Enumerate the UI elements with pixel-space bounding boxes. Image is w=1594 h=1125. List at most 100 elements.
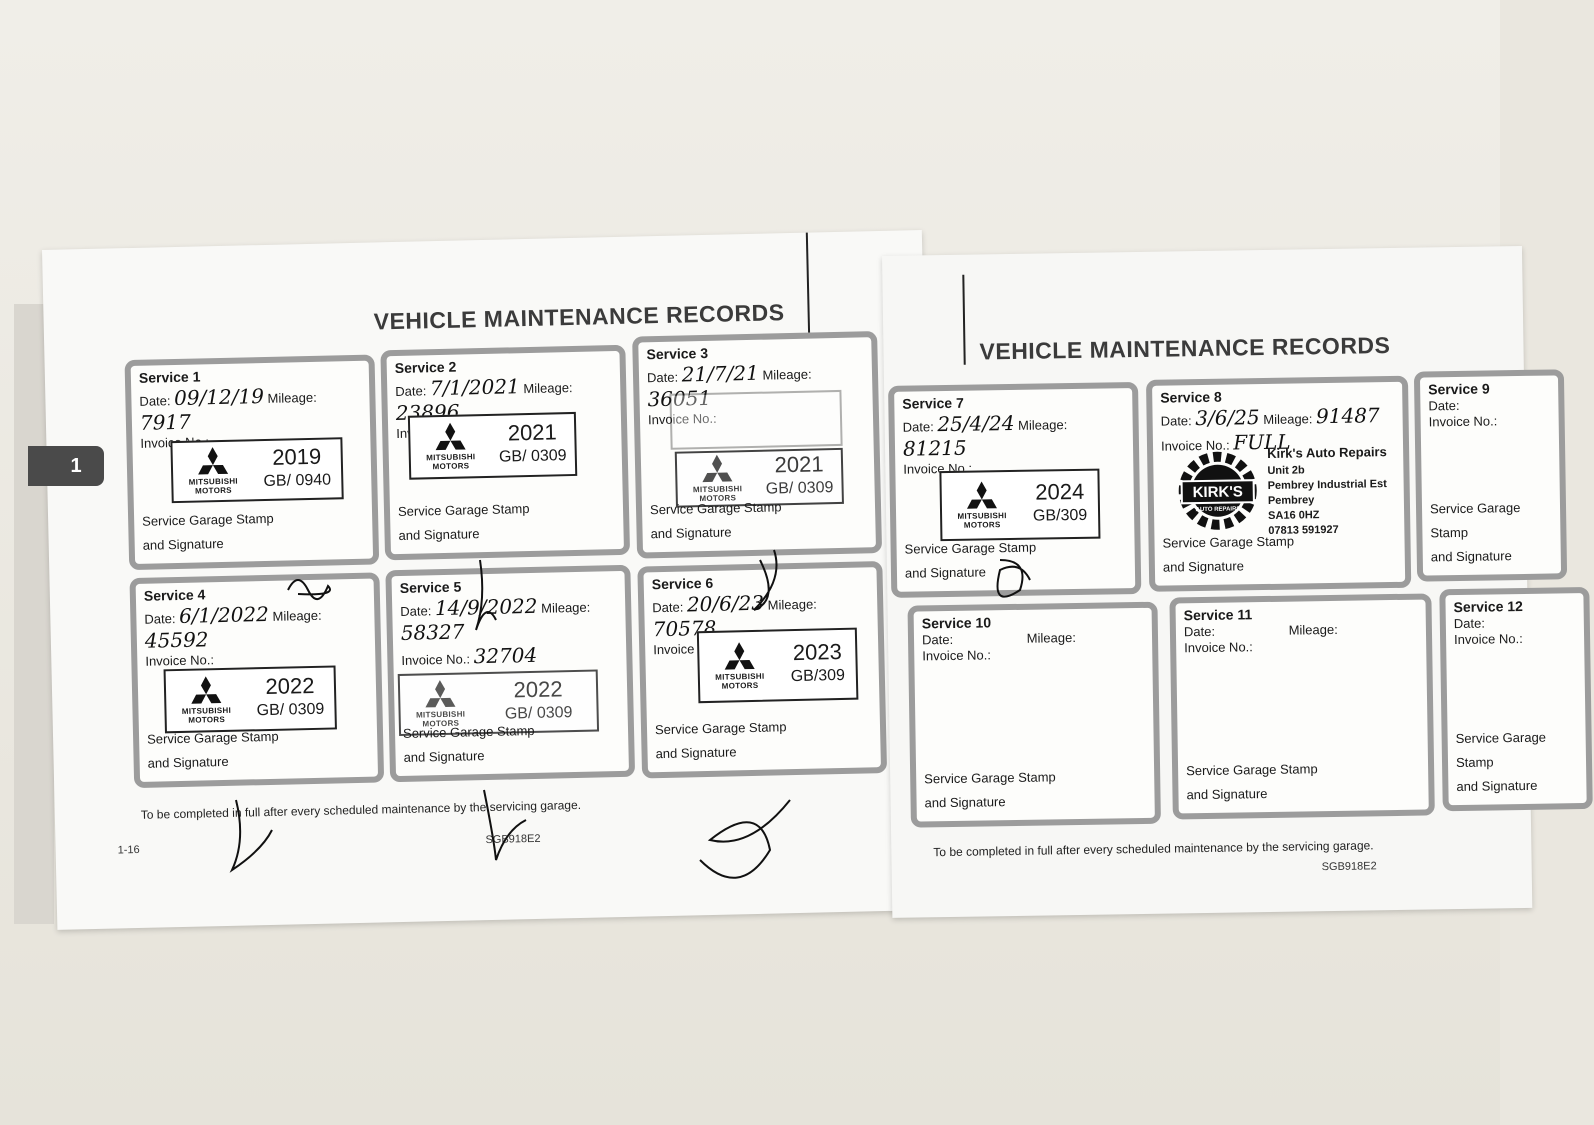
stamp-code: GB/309 (1032, 506, 1088, 525)
mileage-label: Mileage: (267, 389, 317, 406)
service-mileage: 91487 (1315, 403, 1380, 429)
date-label: Date: (902, 419, 934, 435)
date-label: Date: (139, 393, 171, 409)
stamp-label: Service Garage Stamp (924, 769, 1056, 787)
mileage-label: Mileage: (1263, 411, 1313, 428)
stamp-year: 2022 (265, 672, 315, 700)
stamp-label: Service Garage Stamp (1186, 761, 1318, 779)
service-1-box: Service 1 Date: 09/12/19 Mileage: 7917 I… (124, 354, 380, 571)
page-title-right: VEHICLE MAINTENANCE RECORDS (979, 332, 1391, 365)
invoice-label: Invoice No.: (1453, 630, 1523, 648)
date-label: Date: (400, 603, 432, 619)
date-label: Date: (1428, 397, 1460, 414)
invoice-label: Invoice No.: (401, 651, 471, 668)
doc-code-left: SGB918E2 (485, 832, 541, 847)
mileage-label: Mileage: (523, 380, 573, 397)
stamp-label: Service Garage Stamp (402, 722, 535, 741)
mileage-label: Mileage: (1017, 417, 1068, 433)
invoice-label: Invoice No.: (922, 647, 992, 664)
signature-label: and Signature (147, 753, 229, 771)
signature-label: and Signature (1456, 777, 1538, 795)
stamp-code: GB/ 0940 (263, 471, 332, 491)
invoice-label: Invoice No.: (1184, 639, 1253, 656)
stamp-year: 2021 (507, 419, 558, 446)
footer-note-left: To be completed in full after every sche… (140, 797, 582, 822)
service-10-box: Service 10 Date: Mileage: Invoice No.: S… (907, 601, 1161, 828)
signature-label: and Signature (398, 526, 480, 543)
signature-label: and Signature (924, 794, 1006, 811)
service-9-box: Service 9 Date: Invoice No.: Service Gar… (1413, 369, 1568, 582)
invoice-label: Invoice No.: (1428, 413, 1498, 430)
mileage-label: Mileage: (272, 607, 322, 624)
stamp-code: GB/ 0309 (256, 700, 325, 720)
stamp-year: 2023 (792, 638, 843, 666)
stamp-label: Service Garage Stamp (649, 499, 782, 518)
mileage-label: Mileage: (540, 599, 591, 616)
garage-name: Kirk's Auto Repairs (1267, 444, 1387, 461)
signature-label: and Signature (403, 748, 485, 765)
date-label: Date: (921, 631, 954, 648)
service-date: 21/7/21 (681, 360, 760, 387)
service-date: 6/1/2022 (178, 601, 270, 628)
stamp-label: Service Garage Stamp (1455, 729, 1547, 771)
signature-label: and Signature (1162, 558, 1244, 575)
service-6-box: Service 6 Date: 20/6/23 Mileage: 70578 I… (637, 561, 888, 779)
service-4-box: Service 4 Date: 6/1/2022 Mileage: 45592 … (129, 572, 385, 789)
svg-text:KIRK'S: KIRK'S (1192, 483, 1243, 501)
date-label: Date: (1183, 623, 1216, 640)
doc-code-right: SGB918E2 (1321, 860, 1377, 874)
right-page: VEHICLE MAINTENANCE RECORDS Service 7 Da… (882, 245, 1593, 918)
service-invoice: 32704 (473, 642, 538, 669)
service-11-box: Service 11 Date: Mileage: Invoice No.: S… (1169, 593, 1435, 820)
signature-label: and Signature (650, 524, 732, 542)
garage-stamp-kirks: KIRK'S AUTO REPAIRS Kirk's Auto Repairs … (1173, 444, 1414, 538)
service-date: 7/1/2021 (429, 374, 521, 401)
kirks-logo-icon: KIRK'S AUTO REPAIRS (1178, 451, 1257, 530)
service-mileage: 58327 (400, 619, 465, 645)
service-12-box: Service 12 Date: Invoice No.: Service Ga… (1439, 586, 1593, 812)
stamp-label: Service Garage Stamp (904, 539, 1037, 557)
stamp-label: Service Garage Stamp (1162, 533, 1295, 551)
date-label: Date: (646, 369, 679, 386)
stamp-code: GB/309 (790, 666, 846, 686)
mileage-label: Mileage: (1288, 621, 1338, 638)
inverted-stamp (669, 389, 843, 450)
stamp-label: Service Garage Stamp (1429, 500, 1521, 541)
date-label: Date: (395, 383, 427, 400)
signature-label: and Signature (904, 564, 987, 581)
stamp-code: GB/ 0309 (498, 447, 567, 466)
date-label: Date: (1453, 615, 1486, 632)
service-5-box: Service 5 Date: 14/9/2022 Mileage: 58327… (385, 564, 636, 783)
service-date: 20/6/23 (686, 590, 765, 617)
service-date: 09/12/19 (173, 384, 265, 411)
signature-label: and Signature (142, 535, 224, 553)
stamp-label: Service Garage Stamp (654, 719, 787, 738)
service-8-box: Service 8 Date: 3/6/25 Mileage: 91487 In… (1145, 375, 1414, 592)
service-2-box: Service 2 Date: 7/1/2021 Mileage: 23896 … (380, 344, 631, 561)
service-book: VEHICLE MAINTENANCE RECORDS Service 1 Da… (14, 230, 1593, 934)
service-title: Service 12 (1453, 597, 1523, 616)
page-title-left: VEHICLE MAINTENANCE RECORDS (373, 299, 785, 335)
service-date: 3/6/25 (1195, 405, 1260, 431)
footer-note-right: To be completed in full after every sche… (933, 838, 1374, 860)
service-mileage: 7917 (139, 409, 192, 435)
signature-label: and Signature (1186, 786, 1268, 803)
service-title: Service 9 (1428, 380, 1490, 398)
chapter-tab: 1 (28, 446, 104, 486)
stamp-year: 2024 (1035, 478, 1085, 505)
stamp-label: Service Garage Stamp (142, 510, 274, 529)
stamp-year: 2019 (271, 443, 322, 470)
